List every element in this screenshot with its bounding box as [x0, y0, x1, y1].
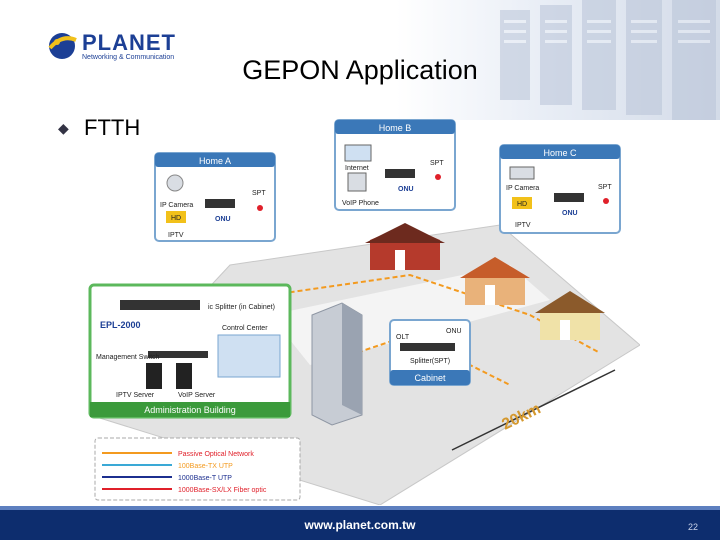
home-b-voip-phone: VoIP Phone [342, 200, 379, 207]
legend-item-fiber: 1000Base-SX/LX Fiber optic [102, 487, 267, 494]
home-a-hd: HD [171, 215, 181, 222]
home-a-title: Home A [199, 156, 231, 166]
home-c-spt: SPT [598, 184, 612, 191]
home-c-camera-icon [509, 166, 535, 180]
admin-splitter: ic Splitter (in Cabinet) [208, 304, 275, 311]
home-a-iptv: IPTV [168, 232, 184, 239]
office-tower-icon [311, 302, 363, 426]
legend-item-1000base-t: 1000Base-T UTP [102, 475, 232, 482]
legend-pon: Passive Optical Network [178, 451, 254, 458]
slide-title: GEPON Application [242, 55, 478, 85]
admin-title: Administration Building [144, 405, 236, 415]
footer-strip [0, 506, 720, 510]
planet-logo [48, 33, 77, 59]
iptv-server-device [146, 363, 162, 389]
cabinet-splitter: Splitter(SPT) [410, 358, 450, 365]
cabinet-title: Cabinet [414, 373, 446, 383]
voip-phone-icon [347, 172, 367, 192]
cabinet-olt-device [400, 343, 455, 351]
ftth-diagram: Home A IP Camera HD IPTV ONU SPT Home B … [88, 119, 640, 505]
cabinet-onu: ONU [446, 328, 462, 335]
bullet-icon: ◆ [58, 120, 69, 136]
home-a-ip-camera: IP Camera [160, 202, 193, 209]
home-b-spt-icon [435, 174, 441, 180]
admin-iptv-server: IPTV Server [116, 392, 155, 399]
control-center-image [217, 334, 281, 378]
home-c-iptv: IPTV [515, 222, 531, 229]
server-rack-image [500, 0, 716, 120]
home-c-onu-device [554, 193, 584, 202]
internet-icon [344, 144, 372, 162]
distance-line [451, 369, 616, 451]
hd-icon [166, 211, 186, 223]
admin-header [90, 402, 290, 417]
logo-tagline: Networking & Communication [82, 54, 175, 61]
legend-1000base-t: 1000Base-T UTP [178, 475, 232, 482]
home-a-spt-icon [257, 205, 263, 211]
cabinet-header [390, 370, 470, 385]
footer-url: www.planet.com.tw [304, 518, 416, 532]
house-c-icon [535, 291, 605, 340]
cabinet-olt: OLT [396, 334, 410, 341]
home-c-onu: ONU [562, 210, 578, 217]
admin-epl: EPL-2000 [100, 320, 141, 330]
legend-100base: 100Base-TX UTP [178, 463, 233, 470]
admin-mgmt-switch: Management Switch [96, 354, 160, 361]
home-c-ip-camera: IP Camera [506, 185, 539, 192]
house-b-icon [460, 257, 530, 305]
home-b-onu-device [385, 169, 415, 178]
home-c-spt-icon [603, 198, 609, 204]
page-number: 22 [687, 522, 698, 532]
home-b-spt: SPT [430, 160, 444, 167]
legend-fiber: 1000Base-SX/LX Fiber optic [178, 487, 267, 494]
home-b-onu: ONU [398, 186, 414, 193]
legend-item-100base: 100Base-TX UTP [102, 463, 233, 470]
home-a-header [155, 153, 275, 167]
logo-name: PLANET [82, 30, 176, 55]
home-a-onu-device [205, 199, 235, 208]
fiber-line-2 [319, 333, 511, 386]
house-a-icon [365, 223, 445, 270]
slide-subtitle: FTTH [84, 115, 141, 140]
home-c-hd: HD [517, 201, 527, 208]
home-c-hd-icon [512, 197, 532, 209]
home-a-onu: ONU [215, 216, 231, 223]
home-b-internet: Internet [345, 165, 369, 172]
voip-server-device [176, 363, 192, 389]
epl-device [120, 300, 200, 310]
admin-voip-server: VoIP Server [178, 392, 216, 399]
home-c-header [500, 145, 620, 159]
home-a-spt: SPT [252, 190, 266, 197]
home-b-title: Home B [379, 123, 412, 133]
home-c-title: Home C [543, 148, 577, 158]
footer-bar [0, 510, 720, 540]
home-b-header [335, 120, 455, 134]
ip-camera-icon [166, 174, 184, 192]
mgmt-switch-device [148, 351, 208, 358]
legend-item-pon: Passive Optical Network [102, 451, 254, 458]
admin-control-center: Control Center [222, 325, 268, 332]
